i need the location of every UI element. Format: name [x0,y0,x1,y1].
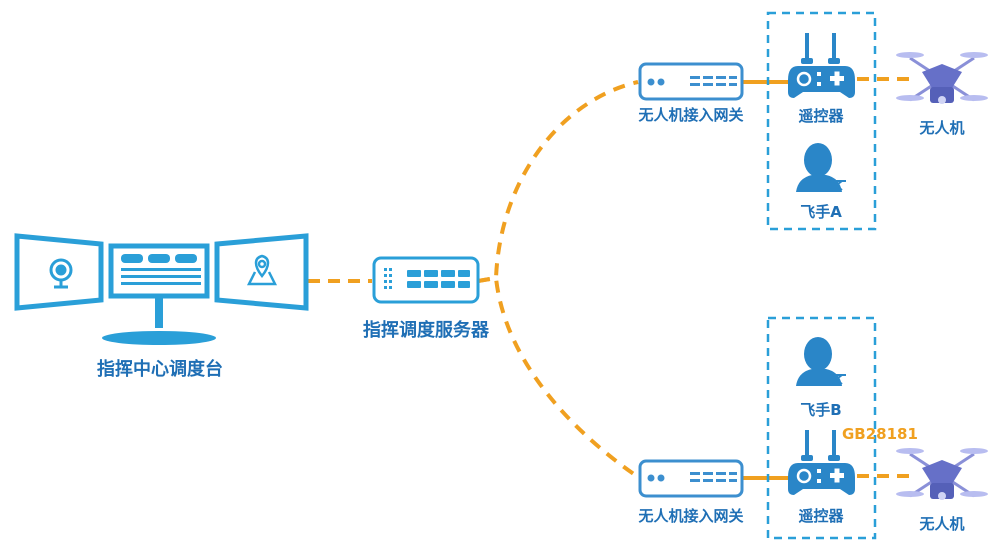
links [308,77,915,480]
map-pin-icon [246,254,278,286]
rc-bottom-label: 遥控器 [798,507,844,525]
remote-controller-icon-top[interactable] [788,33,855,98]
drone-icon-bottom[interactable] [896,448,988,500]
pilot-icon-b [796,337,846,386]
pilot-b-label: 飞手B [800,401,842,419]
server-icon[interactable] [372,256,480,304]
webcam-icon [49,258,73,289]
mini-drone-icon [826,374,846,385]
group-box-pilot-b [766,316,877,540]
pilot-a-label: 飞手A [800,203,842,221]
console-label: 指挥中心调度台 [97,359,223,380]
gateway-bottom-label: 无人机接入网关 [638,507,744,525]
pilot-icon-a [796,143,846,192]
rc-top-label: 遥控器 [798,107,844,125]
drone-icon-top[interactable] [896,52,988,104]
server-label: 指挥调度服务器 [363,320,489,341]
group-box-pilot-a [766,11,877,231]
gateway-icon-bottom[interactable] [638,459,744,498]
remote-controller-icon-bottom[interactable] [788,430,855,495]
link-server-gateway-top [477,80,639,283]
gateway-top-label: 无人机接入网关 [638,106,744,124]
mini-drone-icon [826,180,846,191]
drone-bottom-label: 无人机 [919,515,965,533]
drone-top-label: 无人机 [919,119,965,137]
triple-monitor-icon[interactable] [14,233,309,345]
gateway-icon-top[interactable] [638,62,744,101]
link-server-gateway-bottom [477,275,640,479]
protocol-label: GB28181 [842,425,918,443]
